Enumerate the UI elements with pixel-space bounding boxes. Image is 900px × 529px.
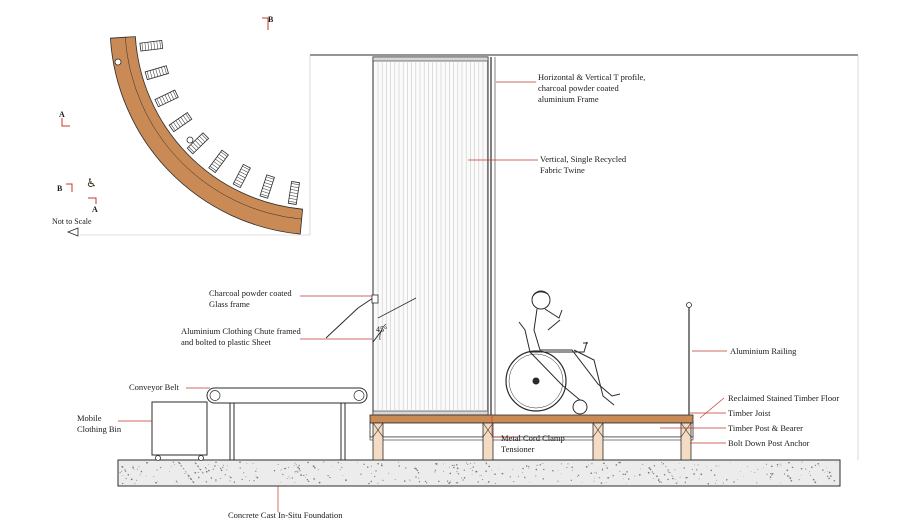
label-floor: Reclaimed Stained Timber Floor xyxy=(728,393,839,403)
label-post-bearer: Timber Post & Bearer xyxy=(728,423,803,433)
label-anchor: Bolt Down Post Anchor xyxy=(728,438,810,448)
label-twine-2: Fabric Twine xyxy=(540,165,585,175)
clothing-chute xyxy=(325,294,417,343)
twine-panel xyxy=(372,56,489,416)
label-t-profile-1: Horizontal & Vertical T profile, xyxy=(538,72,645,82)
inset-plan: ♿ B A B A Not to Scale xyxy=(52,15,304,237)
section-marker-b-top xyxy=(262,17,269,30)
concrete-foundation xyxy=(117,459,841,487)
inset-scale-note: Not to Scale xyxy=(52,217,92,226)
section-a-bottom: A xyxy=(92,205,98,214)
label-chute-2: and bolted to plastic Sheet xyxy=(181,337,271,347)
label-t-profile-3: aluminium Frame xyxy=(538,94,599,104)
section-marker-a-left xyxy=(61,118,70,127)
label-glass-1: Charcoal powder coated xyxy=(209,288,292,298)
label-t-profile-2: charcoal powder coated xyxy=(538,83,619,93)
timber-platform xyxy=(369,414,694,461)
label-foundation: Concrete Cast In-Situ Foundation xyxy=(228,510,343,520)
north-arrow-icon xyxy=(66,227,79,237)
wheelchair-user xyxy=(505,290,621,415)
label-twine-1: Vertical, Single Recycled xyxy=(540,154,627,164)
label-glass-2: Glass frame xyxy=(209,299,250,309)
label-bin-1: Mobile xyxy=(77,413,102,423)
annotation-labels: Horizontal & Vertical T profile, charcoa… xyxy=(77,72,839,520)
label-bin-2: Clothing Bin xyxy=(77,424,122,434)
label-clamp-2: Tensioner xyxy=(501,444,535,454)
section-b-top: B xyxy=(268,15,274,24)
section-marker-b-left xyxy=(66,183,73,192)
aluminium-railing xyxy=(686,302,692,415)
section-a-left: A xyxy=(59,110,65,119)
conveyor-belt xyxy=(206,387,368,460)
label-angle: 45° xyxy=(376,325,387,334)
section-marker-a-bottom xyxy=(88,197,97,204)
wheelchair-icon: ♿ xyxy=(86,176,97,190)
label-joist: Timber Joist xyxy=(728,408,771,418)
inset-marker-dot-2 xyxy=(186,136,194,144)
label-clamp-1: Metal Cord Clamp xyxy=(501,433,565,443)
label-railing: Aluminium Railing xyxy=(730,346,797,356)
label-chute-1: Aluminium Clothing Chute framed xyxy=(181,326,301,336)
mobile-clothing-bin xyxy=(151,401,208,461)
section-b-left: B xyxy=(57,184,63,193)
leader-lines xyxy=(118,81,727,512)
label-conveyor: Conveyor Belt xyxy=(129,382,179,392)
inset-marker-dot-1 xyxy=(114,58,122,66)
